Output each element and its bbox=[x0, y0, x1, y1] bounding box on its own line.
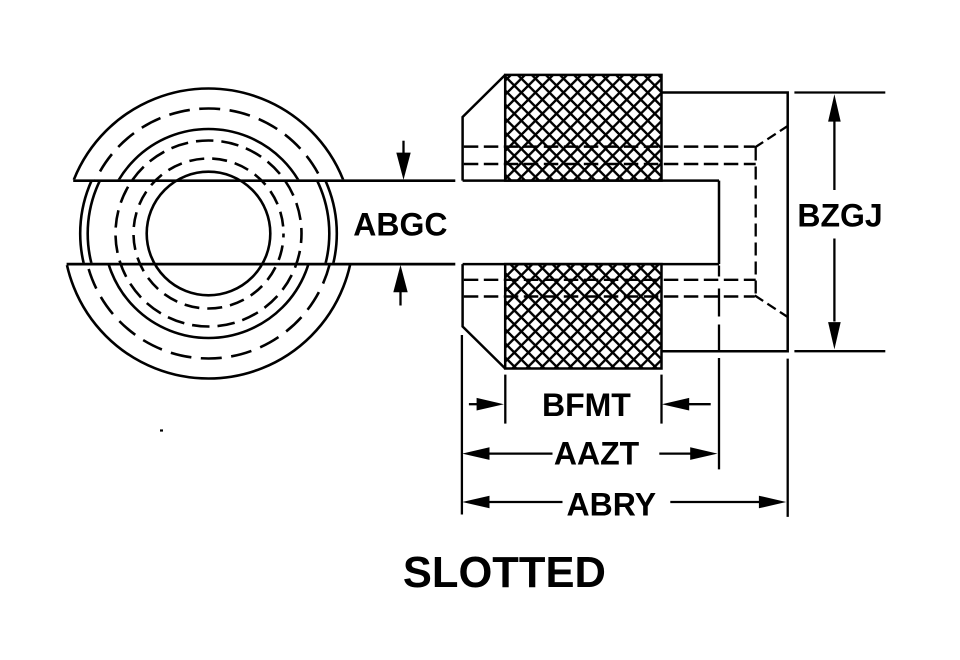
svg-text:BFMT: BFMT bbox=[542, 387, 631, 423]
svg-text:ABRY: ABRY bbox=[567, 487, 656, 523]
svg-text:AAZT: AAZT bbox=[554, 435, 640, 471]
svg-text:SLOTTED: SLOTTED bbox=[403, 549, 606, 597]
svg-text:ABGC: ABGC bbox=[353, 206, 447, 242]
svg-text:BZGJ: BZGJ bbox=[797, 197, 882, 233]
